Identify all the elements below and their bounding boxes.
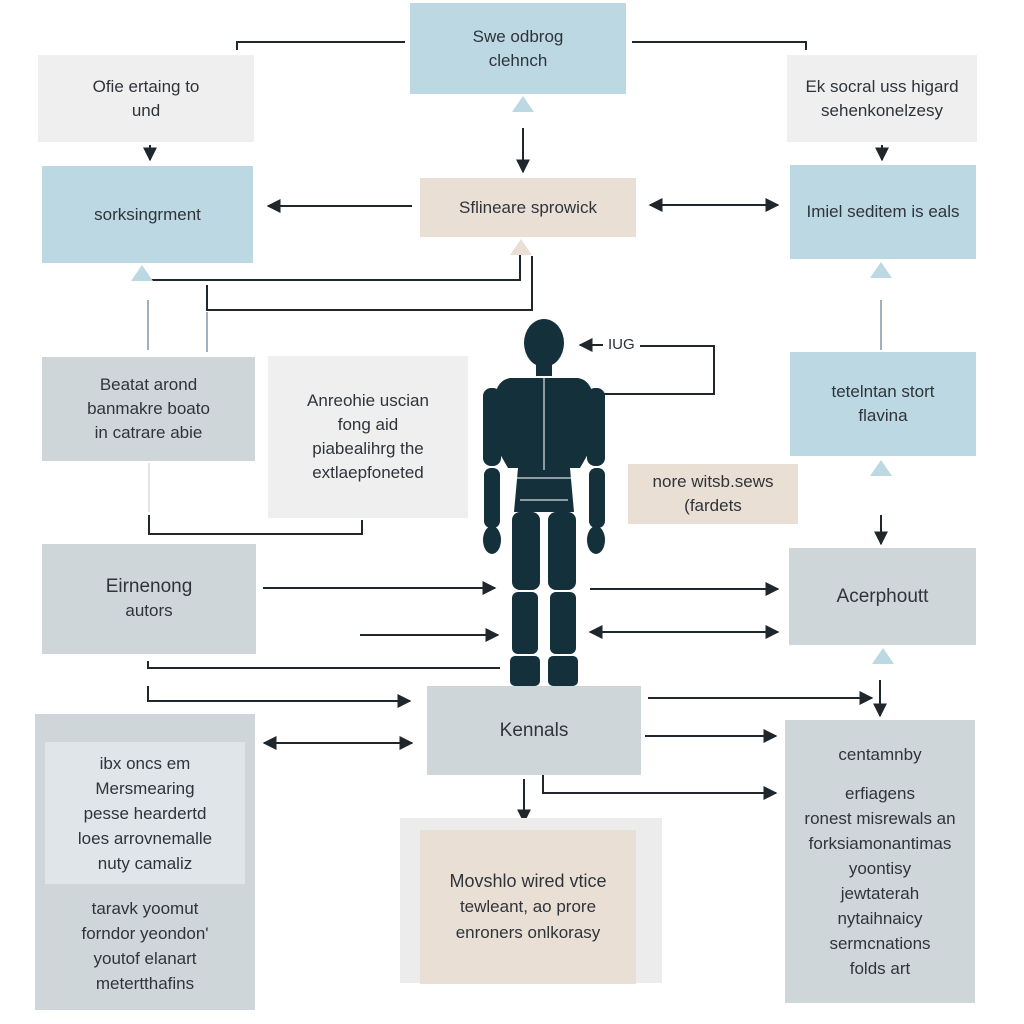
connector-left1-center <box>150 255 521 281</box>
node-center-right-label: nore witsb.sews (fardets <box>628 464 798 524</box>
node-left-row1: sorksingrment <box>42 166 253 263</box>
node-center-bottom-line-1: Movshlo wired vtice <box>449 871 607 891</box>
node-top-line-2: clehnch <box>488 50 548 70</box>
node-right-row1: Imiel seditem is eals <box>790 165 976 259</box>
node-left-bottom-lower-line-4: metertthafins <box>95 974 195 993</box>
node-left-row1-line-1: sorksingrment <box>94 204 201 224</box>
node-right-row3-line-1: Acerphoutt <box>836 585 929 607</box>
node-left-row3: Eirnenong autors <box>42 544 256 654</box>
node-left-row1-triangle-icon <box>131 265 153 281</box>
node-left-bottom-lower-line-2: forndor yeondon' <box>81 924 209 943</box>
connector-figure-label <box>598 345 715 395</box>
node-left-bottom-upper-line-5: nuty camaliz <box>97 853 193 873</box>
arrow-left3-to-kennals <box>147 686 412 708</box>
node-center-left-row2-line-4: extlaepfoneted <box>312 463 424 482</box>
node-center-row4-line-1: Kennals <box>499 719 569 741</box>
node-right-row1-line-1: Imiel seditem is eals <box>806 202 960 221</box>
node-center-row4: Kennals <box>427 686 641 775</box>
node-right-row3: Acerphoutt <box>789 548 976 645</box>
node-center-left-row2-line-3: piabealihrg the <box>312 439 424 458</box>
node-left-bottom-lower-line-3: youtof elanart <box>93 949 197 968</box>
node-right-bottom-line-3: forksiamonantimas <box>808 834 952 853</box>
node-top-right-line-1: Ek socral uss higard <box>805 76 959 96</box>
node-center-left-row2-line-2: fong aid <box>337 415 399 434</box>
connector-left1-center-2 <box>206 256 533 311</box>
humanoid-figure-icon <box>483 319 605 686</box>
node-left-bottom-inner: ibx oncs em Mersmearing pesse heardertd … <box>45 742 245 884</box>
node-right-row2-line-1: tetelntan stort <box>831 382 935 401</box>
node-right-bottom-line-1: erfiagens <box>845 784 915 803</box>
node-top-right: Ek socral uss higard sehenkonelzesy <box>787 55 977 142</box>
node-left-row2-line-1: Beatat arond <box>99 375 198 394</box>
node-left-bottom-upper-line-4: loes arrovnemalle <box>77 828 213 848</box>
node-left-bottom-lower-line-1: taravk yoomut <box>91 899 199 918</box>
node-top-right-line-2: sehenkonelzesy <box>821 100 943 120</box>
node-left-bottom-upper-line-3: pesse heardertd <box>83 803 207 823</box>
connector-top-right <box>632 41 807 50</box>
node-left-row3-line-1: Eirnenong <box>105 576 193 597</box>
node-right-row1-triangle-icon <box>870 262 892 278</box>
node-center-right-label-line-1: nore witsb.sews <box>652 472 774 491</box>
node-left-row2-line-2: banmakre boato <box>87 399 210 418</box>
node-left-row2: Beatat arond banmakre boato in catrare a… <box>42 357 255 461</box>
node-center-row1-triangle-icon <box>510 239 532 255</box>
node-right-bottom: centamnby erfiagens ronest misrewals an … <box>785 720 975 1003</box>
node-center-row1: Sflineare sprowick <box>420 178 636 237</box>
node-left-bottom-upper-line-1: ibx oncs em <box>99 753 191 773</box>
node-left-bottom-lower: taravk yoomut forndor yeondon' youtof el… <box>35 886 255 1006</box>
figure-label: IUG <box>608 336 635 353</box>
node-center-bottom: Movshlo wired vtice tewleant, ao prore e… <box>420 830 636 984</box>
connector-top-left <box>236 41 405 50</box>
node-right-bottom-title: centamnby <box>838 745 922 764</box>
node-center-row1-line-1: Sflineare sprowick <box>459 197 597 217</box>
node-center-left-row2-line-1: Anreohie uscian <box>307 391 429 410</box>
node-right-row2: tetelntan stort flavina <box>790 352 976 456</box>
node-top-left: Ofie ertaing to und <box>38 55 254 142</box>
connector-left2-bottom <box>148 515 363 535</box>
node-right-bottom-line-5: jewtaterah <box>840 884 920 903</box>
node-left-bottom-upper-line-2: Mersmearing <box>95 778 195 798</box>
node-top-left-line-1: Ofie ertaing to <box>92 76 200 96</box>
node-center-bottom-line-3: enroners onlkorasy <box>455 923 601 942</box>
node-right-bottom-line-2: ronest misrewals an <box>804 809 956 828</box>
figure-joint-lines <box>514 378 574 501</box>
connector-left3-figure <box>147 661 500 669</box>
node-top-line-1: Swe odbrog <box>472 26 564 46</box>
node-top-left-line-2: und <box>131 100 161 120</box>
arrow-kennals-rightbottom <box>542 774 778 800</box>
node-right-row2-triangle-icon <box>870 460 892 476</box>
node-left-bottom: ibx oncs em Mersmearing pesse heardertd … <box>35 714 255 1010</box>
node-right-bottom-line-7: sermcnations <box>829 934 931 953</box>
node-top-triangle-icon <box>512 96 534 112</box>
node-center-bottom-line-2: tewleant, ao prore <box>459 897 597 916</box>
node-right-row2-line-2: flavina <box>858 406 908 425</box>
node-top: Swe odbrog clehnch <box>410 3 626 94</box>
node-right-row3-triangle-icon <box>872 648 894 664</box>
node-left-row3-line-2: autors <box>125 601 173 620</box>
node-left-row2-line-3: in catrare abie <box>94 423 203 442</box>
node-center-right-label-line-2: (fardets <box>684 496 742 515</box>
node-right-bottom-line-8: folds art <box>849 959 911 978</box>
node-right-bottom-line-4: yoontisy <box>848 859 912 878</box>
node-right-bottom-line-6: nytaihnaicy <box>837 909 923 928</box>
node-center-left-row2: Anreohie uscian fong aid piabealihrg the… <box>268 356 468 518</box>
